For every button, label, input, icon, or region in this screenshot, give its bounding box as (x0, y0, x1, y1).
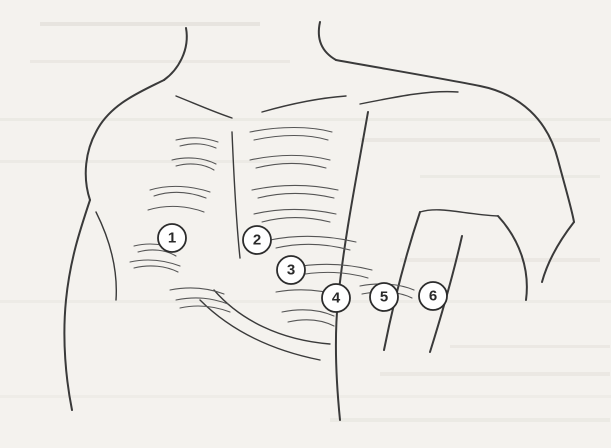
rib-hatching-left (130, 138, 230, 312)
lower-chest-contour (214, 290, 330, 344)
electrode-1: 1 (158, 224, 186, 252)
electrode-4: 4 (322, 284, 350, 312)
electrode-6: 6 (419, 282, 447, 310)
neck-right-outline (319, 22, 336, 60)
electrode-3-label: 3 (287, 262, 295, 279)
collarbone-right (262, 96, 346, 112)
lateral-chest-contour (420, 210, 498, 216)
anterior-axillary-line (384, 212, 420, 350)
collarbone-left (176, 96, 232, 118)
electrode-4-label: 4 (332, 290, 341, 307)
right-shoulder-line (360, 92, 458, 104)
right-shoulder-outline (336, 60, 574, 222)
electrode-6-label: 6 (429, 288, 437, 305)
electrode-1-label: 1 (168, 230, 176, 247)
left-arm-outline (64, 200, 90, 410)
right-lateral-outline (498, 216, 527, 300)
electrode-5: 5 (370, 283, 398, 311)
costal-margin (200, 300, 320, 360)
right-arm-outline (542, 222, 574, 282)
sternum (232, 132, 240, 258)
electrode-2: 2 (243, 226, 271, 254)
electrode-5-label: 5 (380, 289, 388, 306)
neck-left-outline (164, 28, 187, 80)
electrode-2-label: 2 (253, 232, 261, 249)
left-shoulder-outline (86, 80, 164, 200)
electrode-3: 3 (277, 256, 305, 284)
left-armpit-outline (96, 212, 116, 300)
